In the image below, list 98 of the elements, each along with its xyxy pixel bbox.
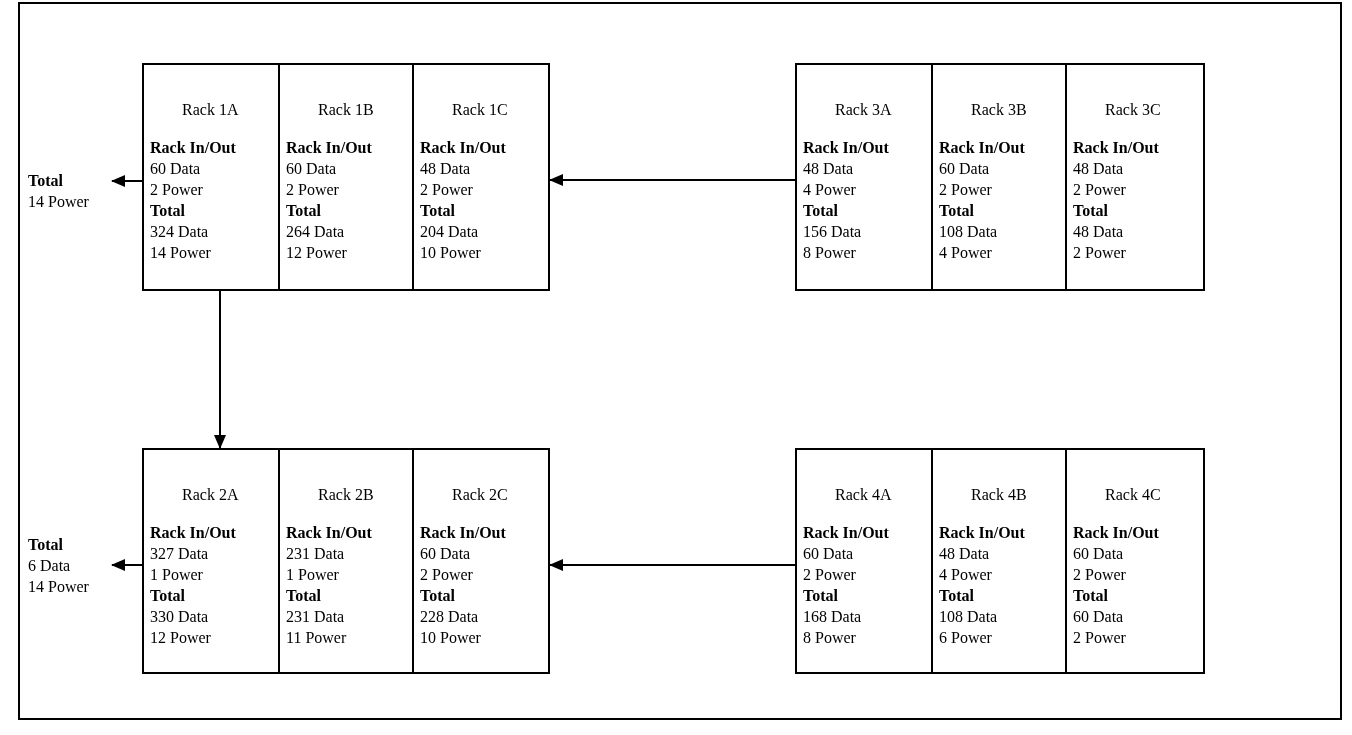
value-text: 12 Power bbox=[150, 628, 212, 648]
heading-text: Rack In/Out bbox=[286, 138, 373, 158]
value-text: 14 Power bbox=[28, 192, 90, 212]
arrow bbox=[549, 559, 796, 571]
heading-text: Rack In/Out bbox=[286, 523, 373, 543]
heading-text: Total bbox=[28, 535, 64, 555]
value-text: 60 Data bbox=[1073, 544, 1125, 564]
heading-text: Rack In/Out bbox=[150, 138, 237, 158]
heading-text: Total bbox=[1073, 586, 1109, 606]
rack-title: Rack 1A bbox=[181, 100, 240, 120]
heading-text: Rack In/Out bbox=[420, 523, 507, 543]
value-text: 10 Power bbox=[420, 243, 482, 263]
value-text: 168 Data bbox=[803, 607, 863, 627]
heading-text: Total bbox=[803, 586, 839, 606]
heading-text: Rack In/Out bbox=[420, 138, 507, 158]
arrow bbox=[111, 175, 143, 187]
heading-text: Total bbox=[150, 201, 186, 221]
rack-title: Rack 3C bbox=[1104, 100, 1162, 120]
rack-title: Rack 2A bbox=[181, 485, 240, 505]
rack-title: Rack 3A bbox=[834, 100, 893, 120]
value-text: 11 Power bbox=[286, 628, 348, 648]
heading-text: Total bbox=[420, 586, 456, 606]
value-text: 324 Data bbox=[150, 222, 210, 242]
value-text: 60 Data bbox=[803, 544, 855, 564]
arrow bbox=[111, 559, 143, 571]
value-text: 14 Power bbox=[28, 577, 90, 597]
heading-text: Rack In/Out bbox=[150, 523, 237, 543]
heading-text: Total bbox=[1073, 201, 1109, 221]
heading-text: Total bbox=[420, 201, 456, 221]
rack-row-box bbox=[795, 448, 1205, 674]
heading-text: Rack In/Out bbox=[1073, 523, 1160, 543]
value-text: 2 Power bbox=[1073, 565, 1127, 585]
heading-text: Total bbox=[939, 586, 975, 606]
value-text: 2 Power bbox=[420, 180, 474, 200]
value-text: 60 Data bbox=[939, 159, 991, 179]
heading-text: Total bbox=[939, 201, 975, 221]
rack-title: Rack 3B bbox=[970, 100, 1028, 120]
heading-text: Rack In/Out bbox=[803, 138, 890, 158]
rack-title: Rack 2C bbox=[451, 485, 509, 505]
value-text: 231 Data bbox=[286, 544, 346, 564]
value-text: 231 Data bbox=[286, 607, 346, 627]
value-text: 48 Data bbox=[1073, 159, 1125, 179]
value-text: 1 Power bbox=[286, 565, 340, 585]
heading-text: Total bbox=[150, 586, 186, 606]
heading-text: Total bbox=[28, 171, 64, 191]
heading-text: Total bbox=[803, 201, 839, 221]
value-text: 2 Power bbox=[286, 180, 340, 200]
value-text: 2 Power bbox=[420, 565, 474, 585]
value-text: 2 Power bbox=[1073, 628, 1127, 648]
value-text: 330 Data bbox=[150, 607, 210, 627]
heading-text: Rack In/Out bbox=[1073, 138, 1160, 158]
heading-text: Rack In/Out bbox=[803, 523, 890, 543]
value-text: 2 Power bbox=[1073, 180, 1127, 200]
value-text: 4 Power bbox=[803, 180, 857, 200]
value-text: 60 Data bbox=[150, 159, 202, 179]
value-text: 228 Data bbox=[420, 607, 480, 627]
value-text: 4 Power bbox=[939, 565, 993, 585]
rack-title: Rack 2B bbox=[317, 485, 375, 505]
value-text: 14 Power bbox=[150, 243, 212, 263]
value-text: 156 Data bbox=[803, 222, 863, 242]
value-text: 4 Power bbox=[939, 243, 993, 263]
value-text: 108 Data bbox=[939, 607, 999, 627]
heading-text: Total bbox=[286, 201, 322, 221]
value-text: 2 Power bbox=[803, 565, 857, 585]
value-text: 8 Power bbox=[803, 243, 857, 263]
rack-title: Rack 1C bbox=[451, 100, 509, 120]
rack-title: Rack 4A bbox=[834, 485, 893, 505]
value-text: 60 Data bbox=[420, 544, 472, 564]
rack-title: Rack 4B bbox=[970, 485, 1028, 505]
value-text: 12 Power bbox=[286, 243, 348, 263]
value-text: 48 Data bbox=[420, 159, 472, 179]
value-text: 264 Data bbox=[286, 222, 346, 242]
value-text: 48 Data bbox=[803, 159, 855, 179]
arrow bbox=[214, 290, 226, 449]
value-text: 48 Data bbox=[939, 544, 991, 564]
value-text: 48 Data bbox=[1073, 222, 1125, 242]
rack-row-box bbox=[795, 63, 1205, 291]
value-text: 327 Data bbox=[150, 544, 210, 564]
rack-title: Rack 4C bbox=[1104, 485, 1162, 505]
arrow bbox=[549, 174, 796, 186]
heading-text: Rack In/Out bbox=[939, 523, 1026, 543]
rack-row-box bbox=[142, 63, 550, 291]
value-text: 10 Power bbox=[420, 628, 482, 648]
value-text: 2 Power bbox=[939, 180, 993, 200]
heading-text: Total bbox=[286, 586, 322, 606]
value-text: 6 Data bbox=[28, 556, 72, 576]
value-text: 204 Data bbox=[420, 222, 480, 242]
rack-row-box bbox=[142, 448, 550, 674]
value-text: 1 Power bbox=[150, 565, 204, 585]
value-text: 8 Power bbox=[803, 628, 857, 648]
value-text: 108 Data bbox=[939, 222, 999, 242]
value-text: 2 Power bbox=[150, 180, 204, 200]
value-text: 6 Power bbox=[939, 628, 993, 648]
value-text: 2 Power bbox=[1073, 243, 1127, 263]
heading-text: Rack In/Out bbox=[939, 138, 1026, 158]
value-text: 60 Data bbox=[1073, 607, 1125, 627]
value-text: 60 Data bbox=[286, 159, 338, 179]
rack-title: Rack 1B bbox=[317, 100, 375, 120]
